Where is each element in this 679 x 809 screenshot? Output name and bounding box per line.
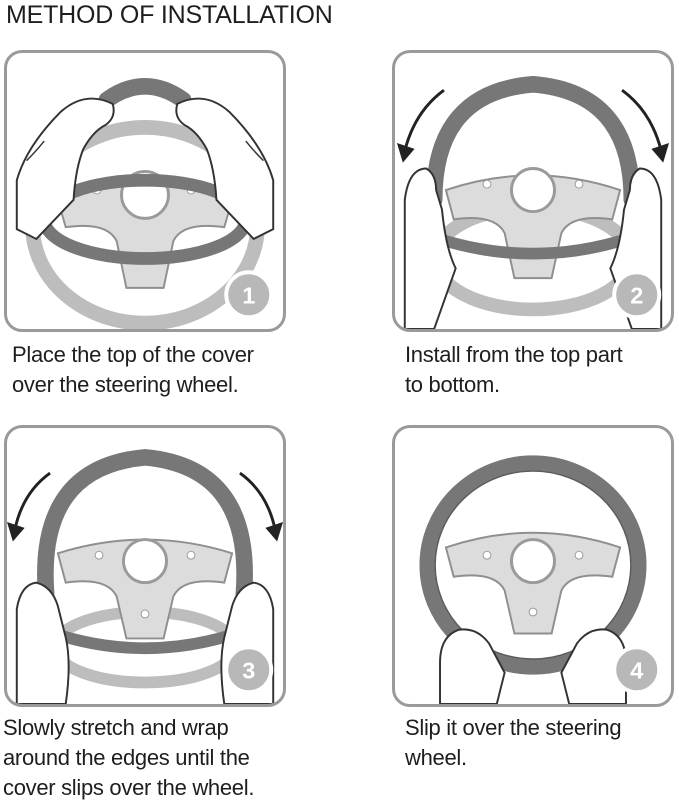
- caption-line: around the edges until the: [3, 745, 250, 770]
- caption-line: Place the top of the cover: [12, 342, 254, 367]
- curved-arrow-icon: [403, 89, 445, 152]
- caption-line: over the steering wheel.: [12, 372, 239, 397]
- step-number: 2: [630, 283, 643, 309]
- step-number: 3: [242, 658, 255, 684]
- steering-wheel-icon: 1: [15, 77, 275, 329]
- curved-arrow-icon: [13, 471, 51, 531]
- hand-icon: [439, 628, 506, 704]
- steering-wheel-icon: 4: [419, 455, 662, 704]
- step-3-panel: 3: [4, 425, 286, 707]
- step-badge: [224, 645, 274, 695]
- step-1-caption: Place the top of the cover over the stee…: [12, 340, 254, 400]
- caption-line: to bottom.: [405, 372, 500, 397]
- caption-line: cover slips over the wheel.: [3, 775, 255, 800]
- hand-icon: [403, 167, 457, 329]
- step-4-panel: 4: [392, 425, 674, 707]
- step-3-caption: Slowly stretch and wrap around the edges…: [3, 713, 254, 803]
- caption-line: Install from the top part: [405, 342, 623, 367]
- hand-icon: [15, 581, 70, 704]
- step-badge: [612, 645, 662, 695]
- step-1-panel: 1: [4, 50, 286, 332]
- page-title: METHOD OF INSTALLATION: [6, 1, 333, 29]
- hand-icon: [175, 97, 275, 241]
- steering-wheel-icon: 2: [396, 75, 670, 329]
- curved-arrow-icon: [239, 471, 277, 531]
- step-2-caption: Install from the top part to bottom.: [405, 340, 623, 400]
- steering-wheel-icon: 3: [7, 449, 283, 704]
- step-badge: [612, 270, 662, 320]
- step-2-panel: 2: [392, 50, 674, 332]
- caption-line: Slowly stretch and wrap: [3, 715, 229, 740]
- step-badge: [224, 270, 274, 320]
- step-4-caption: Slip it over the steering wheel.: [405, 713, 622, 773]
- curved-arrow-icon: [621, 89, 663, 152]
- hand-icon: [15, 97, 115, 241]
- caption-line: Slip it over the steering: [405, 715, 622, 740]
- step-number: 1: [242, 283, 255, 309]
- step-number: 4: [630, 658, 643, 684]
- caption-line: wheel.: [405, 745, 467, 770]
